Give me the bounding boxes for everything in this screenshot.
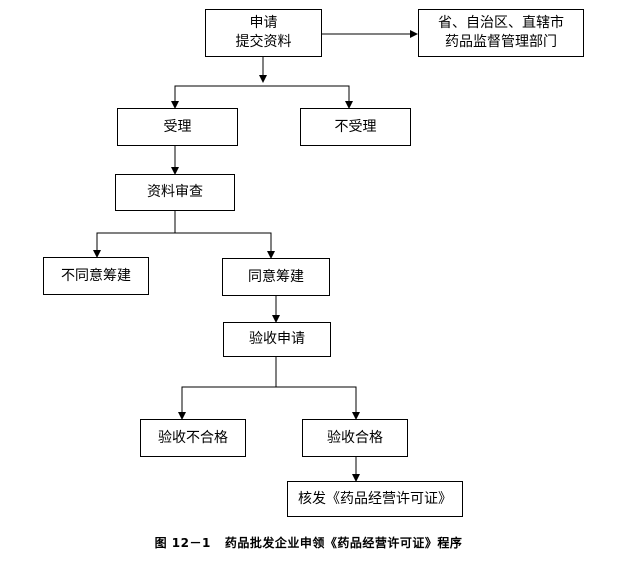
node-inspect-pass: 验收合格 [302, 419, 408, 457]
node-reject-label: 不受理 [334, 118, 377, 135]
node-agree: 同意筹建 [222, 258, 330, 296]
node-reject: 不受理 [300, 108, 411, 146]
node-accept: 受理 [117, 108, 238, 146]
node-authority-line2: 药品监督管理部门 [445, 34, 557, 50]
node-inspect-apply-label: 验收申请 [249, 331, 305, 347]
connector-branch-inspect [181, 386, 357, 418]
figure-caption: 图 12－1 药品批发企业申领《药品经营许可证》程序 [154, 536, 463, 550]
node-inspect-fail-label: 验收不合格 [158, 429, 228, 446]
node-inspect-apply: 验收申请 [223, 322, 331, 357]
node-inspect-fail: 验收不合格 [140, 419, 246, 457]
node-apply-line1: 申请 [249, 15, 278, 31]
node-issue-license-label: 核发《药品经营许可证》 [298, 490, 452, 507]
node-apply: 申请 提交资料 [205, 9, 322, 57]
node-apply-line2: 提交资料 [235, 34, 292, 50]
node-review-label: 资料审查 [147, 184, 203, 200]
node-issue-license: 核发《药品经营许可证》 [287, 481, 463, 517]
node-agree-label: 同意筹建 [248, 268, 304, 285]
node-inspect-pass-label: 验收合格 [327, 429, 383, 446]
node-disagree: 不同意筹建 [43, 257, 149, 295]
connector-branch-review [96, 232, 272, 256]
connector-branch-accept [174, 85, 350, 107]
node-accept-label: 受理 [163, 118, 192, 135]
node-disagree-label: 不同意筹建 [61, 267, 131, 284]
node-authority-line1: 省、自治区、直辖市 [438, 15, 564, 31]
node-review: 资料审查 [115, 174, 235, 211]
node-authority: 省、自治区、直辖市 药品监督管理部门 [418, 9, 584, 57]
